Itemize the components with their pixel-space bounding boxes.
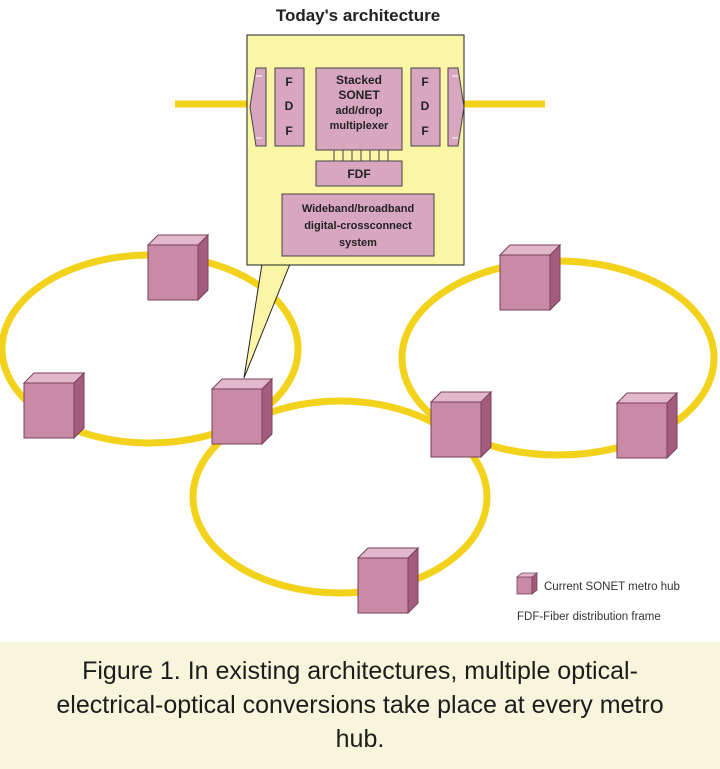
metro-hub-node xyxy=(498,243,562,312)
diagram-title: Today's architecture xyxy=(276,6,440,25)
hub-face-side xyxy=(73,371,85,440)
hub-face-side xyxy=(261,377,273,446)
hub-face-top xyxy=(498,244,562,256)
adm-label-line: multiplexer xyxy=(330,120,389,132)
hub-face-side xyxy=(480,390,492,459)
left-fdf-letter: F xyxy=(285,75,292,89)
dcs-label-line: system xyxy=(339,237,377,249)
hub-face-front xyxy=(616,402,668,459)
metro-hub-node xyxy=(356,546,420,615)
hub-face-top xyxy=(429,391,493,403)
adm-label-line: SONET xyxy=(338,88,380,102)
left-fdf-letter: D xyxy=(285,99,294,113)
caption-band xyxy=(0,642,720,769)
hub-face-side xyxy=(407,546,419,615)
hub-face-top xyxy=(146,234,210,246)
hub-face-front xyxy=(499,254,551,311)
left-optical-interface xyxy=(249,67,267,147)
hub-face-front xyxy=(23,382,75,439)
hub-face-side xyxy=(666,391,678,460)
hub-face-top xyxy=(615,392,679,404)
center-fdf-module xyxy=(315,160,403,187)
fiber-rings xyxy=(0,251,718,597)
legend: Current SONET metro hub FDF-Fiber distri… xyxy=(515,572,680,623)
hub-face-front xyxy=(430,401,482,458)
right-optical-interface xyxy=(447,67,465,147)
hub-face-side xyxy=(197,233,209,302)
hub-face-top xyxy=(356,547,420,559)
metro-hub-node xyxy=(22,371,86,440)
dcs-label-line: Wideband/broadband xyxy=(302,203,414,215)
right-fdf-letter: F xyxy=(421,75,428,89)
hub-nodes xyxy=(22,233,679,615)
adm-fdf-connectors xyxy=(333,150,389,161)
adm-label-line: add/drop xyxy=(335,105,382,117)
metro-hub-node xyxy=(210,377,274,446)
dcs-module xyxy=(281,193,435,257)
metro-hub-node xyxy=(429,390,493,459)
dcs-label-line: digital-crossconnect xyxy=(304,220,412,232)
metro-hub-node xyxy=(146,233,210,302)
right-fdf-letter: F xyxy=(421,124,428,138)
hub-face-top xyxy=(210,378,274,390)
legend-hub-label: Current SONET metro hub xyxy=(544,581,680,593)
ring-bottom xyxy=(189,397,491,597)
adm-module xyxy=(315,67,403,151)
metro-hub-node xyxy=(615,391,679,460)
adm-label-line: Stacked xyxy=(336,73,382,87)
center-fdf-label: FDF xyxy=(347,167,370,181)
hub-face-front xyxy=(357,557,409,614)
hub-face-front xyxy=(211,388,263,445)
left-fdf-letter: F xyxy=(285,124,292,138)
architecture-diagram: Today's architecture F D F Stacked SONET… xyxy=(0,6,718,623)
hub-face-front xyxy=(147,244,199,301)
hub-face-side xyxy=(549,243,561,312)
legend-fdf-definition: FDF-Fiber distribution frame xyxy=(517,611,661,623)
legend-hub-swatch-top xyxy=(515,572,539,578)
right-fdf-letter: D xyxy=(421,99,430,113)
legend-hub-swatch-front xyxy=(516,576,533,595)
left-fdf-module xyxy=(274,67,305,147)
figure-caption: Figure 1. In existing architectures, mul… xyxy=(56,657,664,753)
hub-face-top xyxy=(22,372,86,384)
right-fdf-module xyxy=(410,67,441,147)
